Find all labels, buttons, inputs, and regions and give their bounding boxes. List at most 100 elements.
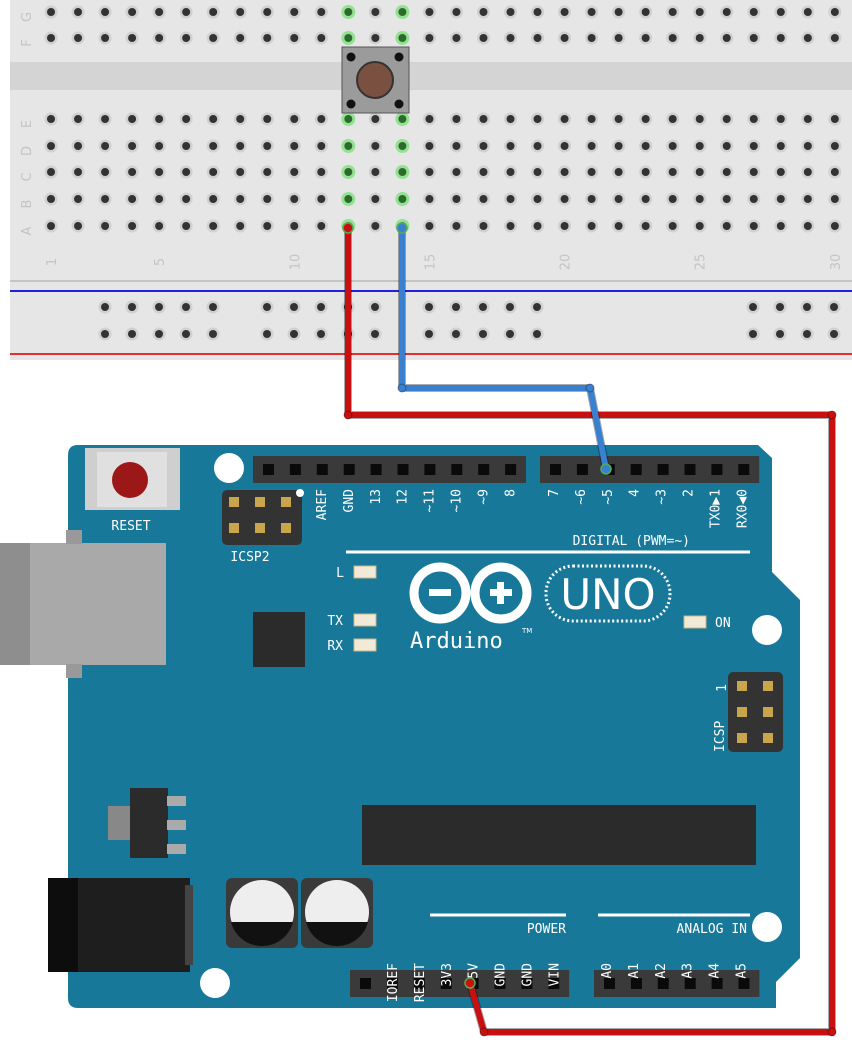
digital-header-left-pin[interactable] (505, 464, 517, 475)
rail-hole[interactable] (749, 303, 757, 311)
breadboard-hole[interactable] (830, 8, 839, 16)
breadboard-hole[interactable] (722, 168, 731, 176)
breadboard-hole[interactable] (776, 34, 785, 42)
breadboard-hole[interactable] (668, 222, 677, 230)
breadboard-hole[interactable] (479, 115, 488, 123)
breadboard-hole[interactable] (398, 8, 407, 16)
breadboard-hole[interactable] (371, 34, 380, 42)
breadboard-hole[interactable] (101, 168, 110, 176)
breadboard-hole[interactable] (155, 168, 164, 176)
breadboard-hole[interactable] (614, 168, 623, 176)
breadboard-hole[interactable] (479, 195, 488, 203)
breadboard-hole[interactable] (74, 222, 83, 230)
digital-header-left-pin[interactable] (370, 464, 382, 475)
breadboard-hole[interactable] (776, 115, 785, 123)
digital-header-right-pin[interactable] (711, 464, 723, 475)
breadboard-hole[interactable] (74, 115, 83, 123)
rail-hole[interactable] (101, 303, 109, 311)
rail-hole[interactable] (101, 330, 109, 338)
blue-wire-pin5[interactable] (396, 222, 612, 475)
breadboard-hole[interactable] (101, 222, 110, 230)
breadboard-hole[interactable] (425, 195, 434, 203)
breadboard-hole[interactable] (74, 168, 83, 176)
breadboard-hole[interactable] (587, 222, 596, 230)
breadboard-hole[interactable] (425, 115, 434, 123)
rail-hole[interactable] (479, 303, 487, 311)
breadboard-hole[interactable] (803, 8, 812, 16)
breadboard-hole[interactable] (344, 34, 353, 42)
rail-hole[interactable] (155, 330, 163, 338)
breadboard-hole[interactable] (425, 142, 434, 150)
breadboard-hole[interactable] (452, 34, 461, 42)
rail-hole[interactable] (803, 303, 811, 311)
breadboard-hole[interactable] (47, 168, 55, 176)
breadboard-hole[interactable] (371, 195, 380, 203)
breadboard-hole[interactable] (371, 115, 380, 123)
power-header-pin[interactable] (360, 978, 371, 989)
breadboard-hole[interactable] (101, 195, 110, 203)
breadboard-hole[interactable] (506, 115, 515, 123)
breadboard-hole[interactable] (47, 142, 55, 150)
rail-hole[interactable] (425, 330, 433, 338)
breadboard-hole[interactable] (641, 195, 650, 203)
breadboard-hole[interactable] (101, 8, 110, 16)
breadboard-hole[interactable] (452, 195, 461, 203)
breadboard-hole[interactable] (803, 195, 812, 203)
breadboard-hole[interactable] (236, 195, 245, 203)
breadboard-hole[interactable] (155, 8, 164, 16)
rail-hole[interactable] (830, 303, 838, 311)
rail-hole[interactable] (533, 303, 541, 311)
breadboard-hole[interactable] (128, 222, 137, 230)
rail-hole[interactable] (209, 303, 217, 311)
breadboard-hole[interactable] (695, 8, 704, 16)
wire-end[interactable] (396, 222, 408, 234)
wire-bendpoint[interactable] (827, 410, 837, 420)
breadboard-hole[interactable] (209, 142, 218, 150)
breadboard-hole[interactable] (290, 34, 299, 42)
breadboard-hole[interactable] (776, 222, 785, 230)
breadboard-hole[interactable] (236, 8, 245, 16)
breadboard-hole[interactable] (479, 222, 488, 230)
rail-hole[interactable] (803, 330, 811, 338)
breadboard-hole[interactable] (236, 34, 245, 42)
breadboard-hole[interactable] (533, 142, 542, 150)
digital-header-right-pin[interactable] (550, 464, 561, 475)
wire-bendpoint[interactable] (343, 410, 353, 420)
breadboard-hole[interactable] (749, 195, 758, 203)
breadboard-hole[interactable] (263, 195, 272, 203)
rail-hole[interactable] (749, 330, 757, 338)
breadboard-hole[interactable] (452, 142, 461, 150)
breadboard-hole[interactable] (182, 222, 191, 230)
breadboard-hole[interactable] (236, 142, 245, 150)
breadboard-hole[interactable] (290, 8, 299, 16)
rail-hole[interactable] (182, 330, 190, 338)
breadboard-hole[interactable] (398, 115, 407, 123)
breadboard-hole[interactable] (830, 142, 839, 150)
pushbutton[interactable] (341, 46, 410, 114)
breadboard-hole[interactable] (101, 142, 110, 150)
digital-header-left-pin[interactable] (451, 464, 463, 475)
breadboard-hole[interactable] (74, 142, 83, 150)
breadboard-hole[interactable] (182, 142, 191, 150)
rail-hole[interactable] (317, 303, 325, 311)
breadboard-hole[interactable] (614, 142, 623, 150)
breadboard-hole[interactable] (155, 195, 164, 203)
breadboard-hole[interactable] (506, 142, 515, 150)
breadboard-hole[interactable] (803, 222, 812, 230)
rail-hole[interactable] (209, 330, 217, 338)
breadboard-hole[interactable] (317, 195, 326, 203)
breadboard-hole[interactable] (587, 142, 596, 150)
breadboard-hole[interactable] (128, 142, 137, 150)
breadboard-hole[interactable] (749, 34, 758, 42)
breadboard-hole[interactable] (236, 168, 245, 176)
breadboard-hole[interactable] (614, 222, 623, 230)
breadboard-hole[interactable] (398, 168, 407, 176)
breadboard-hole[interactable] (398, 142, 407, 150)
breadboard-hole[interactable] (587, 115, 596, 123)
breadboard-hole[interactable] (722, 115, 731, 123)
breadboard-hole[interactable] (128, 195, 137, 203)
breadboard-hole[interactable] (641, 34, 650, 42)
breadboard-hole[interactable] (263, 34, 272, 42)
breadboard-hole[interactable] (533, 195, 542, 203)
breadboard-hole[interactable] (560, 34, 569, 42)
